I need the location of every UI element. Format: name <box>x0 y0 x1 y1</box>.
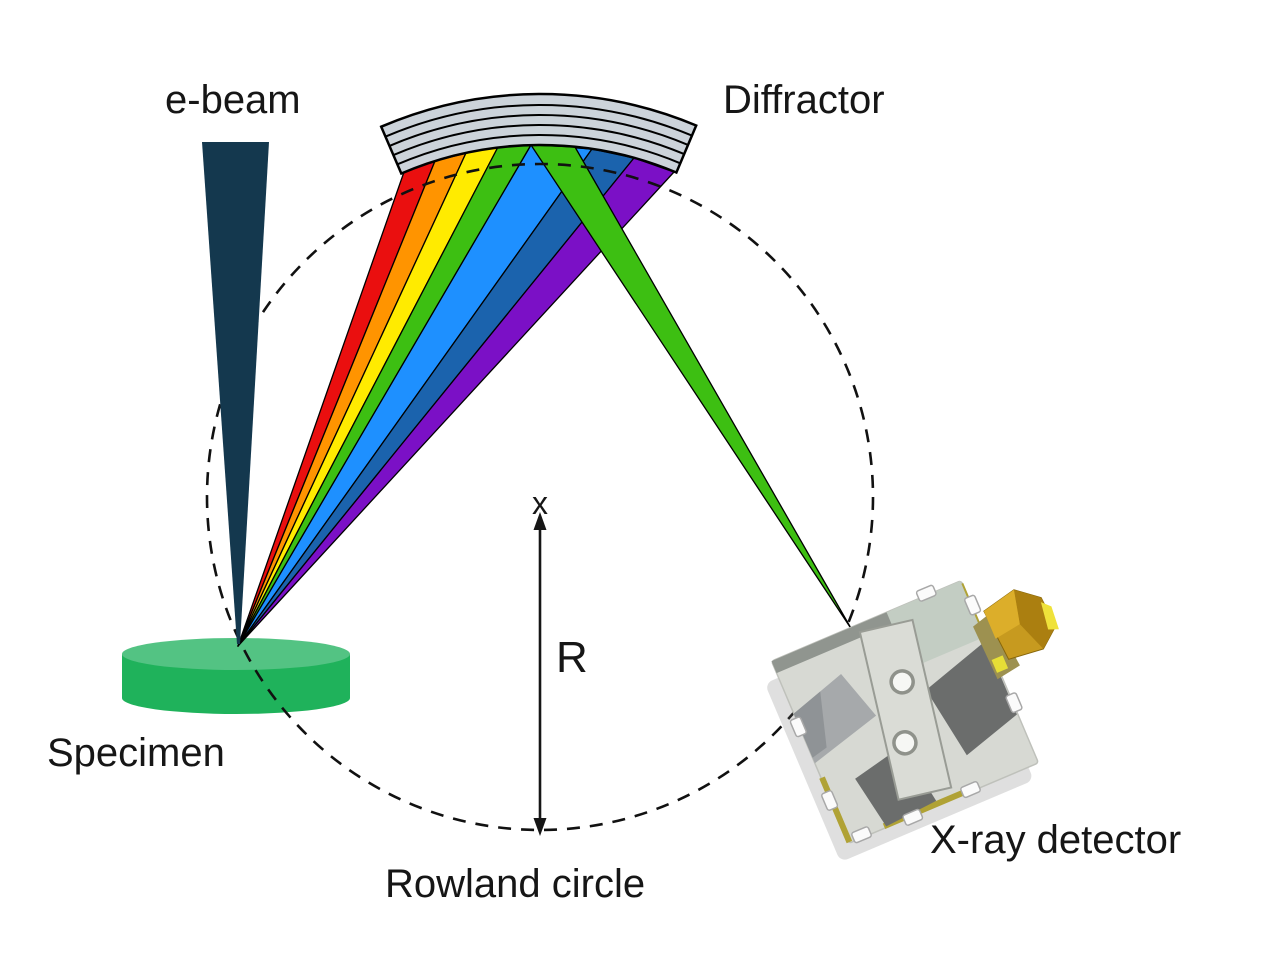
connector-facet-light <box>983 589 1020 639</box>
center-marker: x <box>532 485 548 521</box>
diffractor-lattice-lines <box>385 103 693 166</box>
e-beam-shape <box>202 142 269 644</box>
radius-arrow: x R <box>532 485 588 836</box>
connector-highlight <box>1040 602 1059 630</box>
detector-hole-top <box>889 669 915 695</box>
connector-bright-chip <box>991 655 1009 673</box>
label-specimen: Specimen <box>47 731 225 775</box>
label-diffractor: Diffractor <box>723 78 885 122</box>
connector-facet-dark <box>1013 589 1056 649</box>
detector-top-strip <box>771 610 897 674</box>
rowland-circle <box>205 162 875 832</box>
diffractor <box>379 92 698 176</box>
detector-mounting-bar <box>858 618 953 801</box>
label-x-ray-detector: X-ray detector <box>930 818 1181 862</box>
radius-arrowhead-bottom <box>533 818 547 836</box>
specimen <box>122 638 350 714</box>
detector-gray-plate-facet <box>793 691 827 758</box>
reflected-beam-green <box>530 144 853 631</box>
xray-fan <box>237 144 853 647</box>
label-rowland-circle: Rowland circle <box>385 862 645 906</box>
radius-arrowhead-top <box>533 512 547 530</box>
specimen-top-face <box>122 638 350 670</box>
detector-gold-connector <box>973 589 1059 680</box>
label-radius: R <box>556 633 588 682</box>
label-e-beam: e-beam <box>165 78 301 122</box>
detector-hole-bottom <box>892 730 918 756</box>
specimen-body <box>122 654 350 714</box>
detector-tabs <box>789 584 1023 844</box>
detector-module <box>767 580 1059 860</box>
connector-base <box>973 612 1020 680</box>
